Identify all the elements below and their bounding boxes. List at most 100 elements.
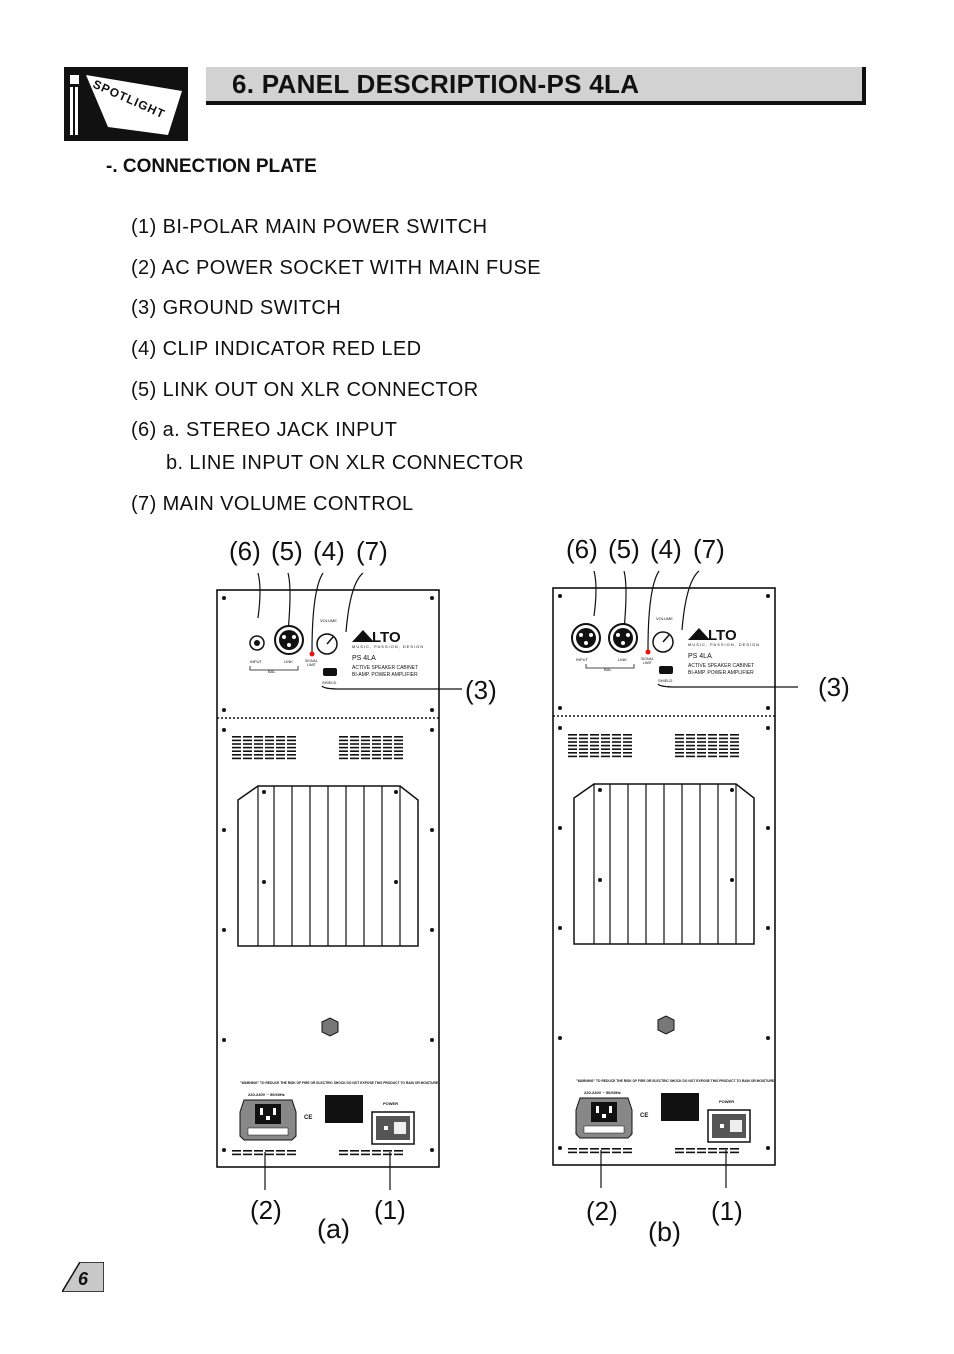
screw-icon xyxy=(222,708,226,712)
vent-slot xyxy=(686,1151,695,1154)
vent-slot xyxy=(623,737,632,740)
screw-icon xyxy=(730,788,734,792)
label-bal: BAL xyxy=(604,667,612,672)
fuse-holder xyxy=(583,1125,625,1134)
callout-7-a: (7) xyxy=(356,536,388,566)
screw-icon xyxy=(222,828,226,832)
vent-slot xyxy=(601,1148,610,1150)
vent-slot xyxy=(601,752,610,754)
screw-icon xyxy=(430,728,434,732)
vent-slot xyxy=(350,754,359,756)
label-volume: VOLUME xyxy=(656,616,673,621)
vent-slot xyxy=(372,1150,381,1152)
vent-slot xyxy=(372,746,381,749)
vent-slot xyxy=(708,737,717,740)
vent-slot xyxy=(686,744,695,747)
label-signal: SIGNAL xyxy=(641,657,654,661)
vent-slot xyxy=(590,1148,599,1150)
vent-slot xyxy=(394,1150,403,1152)
vent-slot xyxy=(612,741,621,743)
callout-5-a: (5) xyxy=(271,536,303,566)
vent-slot xyxy=(243,739,252,742)
vent-slot xyxy=(243,750,252,752)
vent-slot xyxy=(590,741,599,743)
section-heading: -. CONNECTION PLATE xyxy=(106,156,317,177)
vent-slot xyxy=(232,750,241,752)
vent-slot xyxy=(361,736,370,738)
screw-icon xyxy=(430,708,434,712)
leader-line xyxy=(287,572,291,633)
vent-slot xyxy=(339,750,348,752)
leader-line xyxy=(257,572,261,619)
vent-slot xyxy=(383,1150,392,1152)
screw-icon xyxy=(558,926,562,930)
vent-slot xyxy=(394,754,403,756)
label-power: POWER xyxy=(719,1099,734,1104)
vent-slot xyxy=(276,1150,285,1152)
callout-2-a: (2) xyxy=(250,1195,282,1225)
screw-icon xyxy=(766,706,770,710)
leader-line xyxy=(657,683,798,688)
screw-icon xyxy=(430,828,434,832)
vent-slot xyxy=(601,741,610,743)
screw-icon xyxy=(394,790,398,794)
vent-slot xyxy=(686,1148,695,1150)
vent-slot xyxy=(350,736,359,738)
vent-slot xyxy=(361,750,370,752)
vent-slot xyxy=(686,752,695,754)
vent-slot xyxy=(276,743,285,745)
vent-slot xyxy=(287,746,296,749)
vent-slot xyxy=(623,755,632,758)
vent-slot xyxy=(697,752,706,754)
logo-bars-icon xyxy=(70,75,79,135)
vent-slot xyxy=(254,746,263,749)
vent-slot xyxy=(254,739,263,742)
vent-slot xyxy=(612,752,621,754)
vent-slot xyxy=(372,743,381,745)
model-name: PS 4LA xyxy=(352,655,376,662)
vent-slot xyxy=(686,734,695,736)
list-item: (4) CLIP INDICATOR RED LED xyxy=(131,338,422,360)
vent-slot xyxy=(697,744,706,747)
vent-slot xyxy=(287,757,296,760)
screw-icon xyxy=(222,928,226,932)
label-power: POWER xyxy=(383,1101,398,1106)
vent-slot xyxy=(276,746,285,749)
screw-icon xyxy=(558,594,562,598)
vent-slot xyxy=(372,750,381,752)
vent-slot xyxy=(568,1148,577,1150)
screw-icon xyxy=(394,880,398,884)
vent-slot xyxy=(287,750,296,752)
label-bal: BAL xyxy=(268,669,276,674)
callout-4-b: (4) xyxy=(650,534,682,564)
leader-line xyxy=(623,570,627,631)
screw-icon xyxy=(222,1038,226,1042)
leader-line xyxy=(681,570,700,631)
vent-slot xyxy=(265,757,274,760)
vent-slot xyxy=(675,734,684,736)
fuse-holder xyxy=(247,1127,289,1136)
vent-slot xyxy=(232,746,241,749)
vent-slot xyxy=(612,748,621,750)
vent-slot xyxy=(243,757,252,760)
vent-slot xyxy=(361,757,370,760)
vent-slot xyxy=(623,734,632,736)
vent-slot xyxy=(243,736,252,738)
vent-slot xyxy=(287,1150,296,1152)
vent-slot xyxy=(686,748,695,750)
label-voltage: 220-240V ~ 50/60Hz xyxy=(584,1090,621,1095)
vent-slot xyxy=(383,743,392,745)
vent-slot xyxy=(590,755,599,758)
vent-slot xyxy=(730,744,739,747)
vent-slot xyxy=(350,750,359,752)
vent-slot xyxy=(675,744,684,747)
brand-tagline: MUSIC, PASSION, DESIGN xyxy=(352,644,424,649)
vent-slot xyxy=(719,737,728,740)
vent-slot xyxy=(730,1151,739,1154)
screw-icon xyxy=(558,1036,562,1040)
vent-slot xyxy=(675,1148,684,1150)
screw-icon xyxy=(766,1036,770,1040)
title-bar: 6. PANEL DESCRIPTION-PS 4LA xyxy=(206,67,866,105)
label-signal: SIGNAL xyxy=(305,659,318,663)
vent-slot xyxy=(243,746,252,749)
